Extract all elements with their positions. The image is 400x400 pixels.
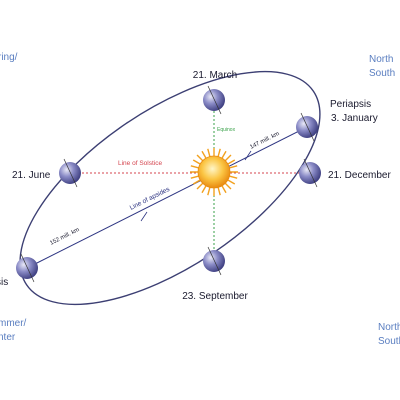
periapsis-label: Periapsis (330, 99, 371, 110)
apoapsis-label: sis (0, 277, 8, 288)
season-bottom-right-line2: South (378, 336, 400, 347)
far-distance-tick (140, 211, 148, 222)
equinox-line-label: Equinox (217, 127, 236, 133)
sun-icon (190, 148, 238, 196)
season-bottom-left-line1: mmer/ (0, 318, 27, 329)
date-label-june: 21. June (12, 170, 51, 181)
line-of-apsides (26, 126, 308, 269)
earth-march-icon (203, 85, 225, 115)
earth-december-icon (299, 158, 321, 188)
earth-aphelion-icon (16, 253, 38, 283)
solstice-line-label: Line of Solstice (118, 160, 162, 167)
near-distance-tick (244, 150, 252, 161)
earth-september-icon (203, 246, 225, 276)
date-label-january: 3. January (331, 113, 378, 124)
season-bottom-left-line2: nter (0, 332, 16, 343)
earth-june-icon (59, 158, 81, 188)
season-bottom-right-line1: North (378, 322, 400, 333)
earth-january-icon (296, 112, 318, 142)
orbit-ellipse (19, 70, 321, 306)
date-label-march: 21. March (193, 70, 237, 81)
season-top-left-line1: ring/ (0, 52, 18, 63)
date-label-december: 21. December (328, 170, 391, 181)
season-top-right-line1: North (369, 54, 393, 65)
season-top-right-line2: South (369, 68, 395, 79)
date-label-september: 23. September (182, 291, 248, 302)
